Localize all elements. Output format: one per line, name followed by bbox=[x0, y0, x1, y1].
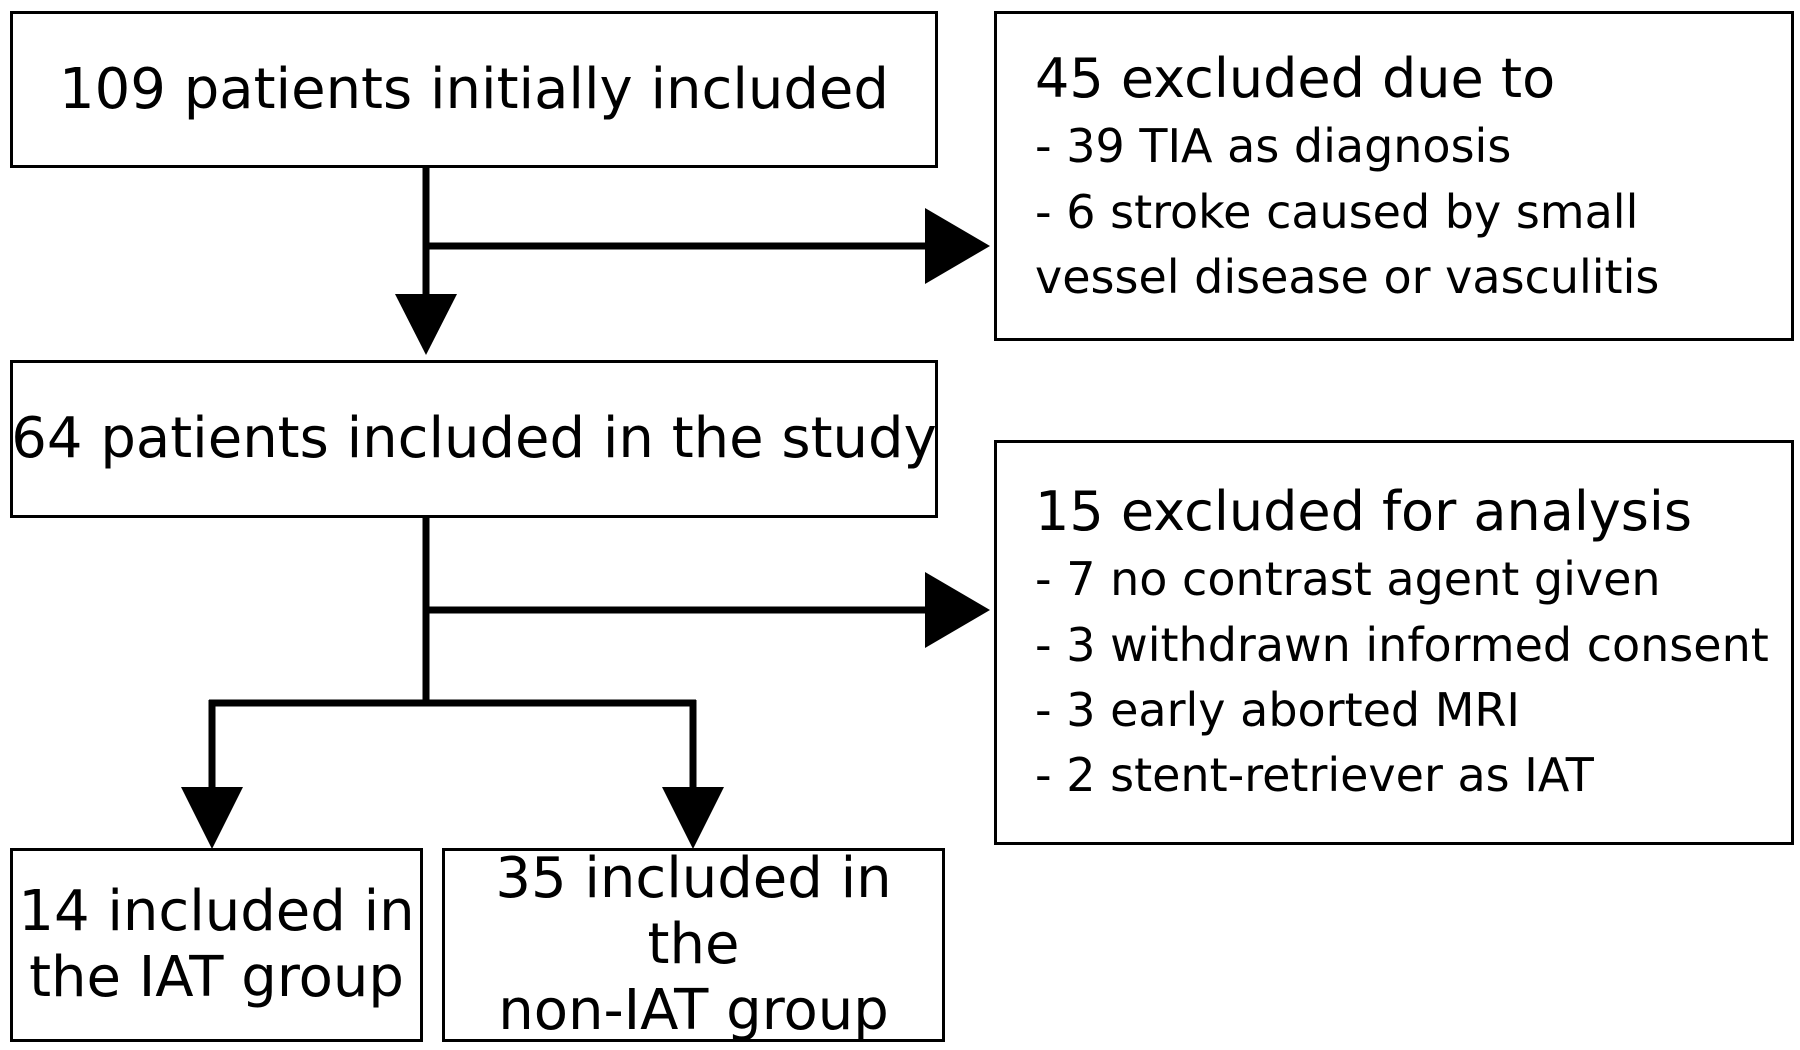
non-iat-line-1: 35 included in the bbox=[495, 845, 892, 977]
arrowhead-to-excluded1 bbox=[925, 208, 990, 284]
excluded-2-item: - 7 no contrast agent given bbox=[1035, 552, 1661, 607]
excluded-1-item: vessel disease or vasculitis bbox=[1035, 249, 1660, 304]
box-study: 64 patients included in the study bbox=[10, 360, 938, 518]
arrowhead-to-study bbox=[395, 294, 457, 355]
iat-line-2: the IAT group bbox=[29, 945, 404, 1010]
box-initial: 109 patients initially included bbox=[10, 11, 938, 168]
excluded-2-title: 15 excluded for analysis bbox=[1035, 480, 1693, 543]
excluded-2-item: - 3 early aborted MRI bbox=[1035, 682, 1520, 737]
box-excluded-2: 15 excluded for analysis - 7 no contrast… bbox=[994, 440, 1794, 845]
iat-line-1: 14 included in bbox=[18, 878, 415, 944]
study-label: 64 patients included in the study bbox=[11, 406, 937, 472]
excluded-1-item: - 6 stroke caused by small bbox=[1035, 184, 1639, 239]
arrowhead-to-non-iat bbox=[662, 787, 724, 849]
excluded-2-item: - 3 withdrawn informed consent bbox=[1035, 617, 1769, 672]
excluded-1-title: 45 excluded due to bbox=[1035, 47, 1556, 110]
initial-label: 109 patients initially included bbox=[59, 56, 889, 122]
arrowhead-to-iat bbox=[181, 787, 243, 849]
excluded-1-item: - 39 TIA as diagnosis bbox=[1035, 119, 1512, 174]
box-iat-group: 14 included in the IAT group bbox=[10, 848, 423, 1042]
arrowhead-to-excluded2 bbox=[925, 572, 990, 648]
box-excluded-1: 45 excluded due to - 39 TIA as diagnosis… bbox=[994, 11, 1794, 341]
box-non-iat-group: 35 included in the non-IAT group bbox=[442, 845, 945, 1044]
non-iat-line-2: non-IAT group bbox=[498, 978, 889, 1044]
excluded-2-item: - 2 stent-retriever as IAT bbox=[1035, 748, 1594, 803]
